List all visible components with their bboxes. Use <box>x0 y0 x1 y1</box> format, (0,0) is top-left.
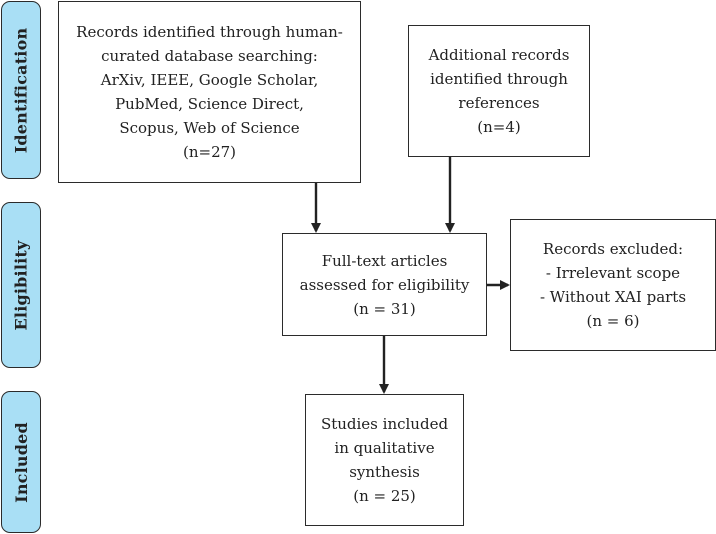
box-additional-records-line-1: Additional records <box>428 46 570 64</box>
box-database-search-line-5: Scopus, Web of Science <box>119 119 300 137</box>
stage-label-included: Included <box>1 391 41 533</box>
box-additional-records-line-3: references <box>458 94 540 112</box>
box-included-line-3: synthesis <box>349 463 420 481</box>
box-included-count: (n = 25) <box>353 487 416 505</box>
box-additional-records-line-2: identified through <box>430 70 568 88</box>
box-full-text-assessed: Full-text articles assessed for eligibil… <box>282 233 487 336</box>
stage-label-identification: Identification <box>1 1 41 179</box>
stage-label-eligibility-text: Eligibility <box>11 240 31 330</box>
box-additional-records-count: (n=4) <box>477 118 521 136</box>
box-full-text-count: (n = 31) <box>353 299 416 318</box>
box-excluded-line-3: - Without XAI parts <box>539 288 687 306</box>
box-excluded-count: (n = 6) <box>586 312 640 330</box>
box-full-text-line-2: assessed for eligibility <box>299 275 470 294</box>
box-database-search-line-2: curated database searching: <box>101 47 318 65</box>
box-included-line-2: in qualitative <box>334 439 435 457</box>
stage-label-identification-text: Identification <box>11 27 31 153</box>
stage-label-included-text: Included <box>11 421 31 503</box>
box-studies-included: Studies included in qualitative synthesi… <box>305 394 464 526</box>
box-excluded-line-1: Records excluded: <box>542 240 684 258</box>
box-database-search: Records identified through human- curate… <box>58 1 361 183</box>
box-additional-records: Additional records identified through re… <box>408 25 590 157</box>
box-records-excluded: Records excluded: - Irrelevant scope - W… <box>510 219 716 351</box>
box-included-line-1: Studies included <box>320 415 449 433</box>
box-database-search-line-4: PubMed, Science Direct, <box>115 95 304 113</box>
stage-label-eligibility: Eligibility <box>1 202 41 368</box>
box-database-search-line-1: Records identified through human- <box>76 23 343 41</box>
box-database-search-count: (n=27) <box>182 143 237 161</box>
box-full-text-line-1: Full-text articles <box>321 251 448 270</box>
box-database-search-line-3: ArXiv, IEEE, Google Scholar, <box>100 71 319 89</box>
box-excluded-line-2: - Irrelevant scope <box>545 264 681 282</box>
